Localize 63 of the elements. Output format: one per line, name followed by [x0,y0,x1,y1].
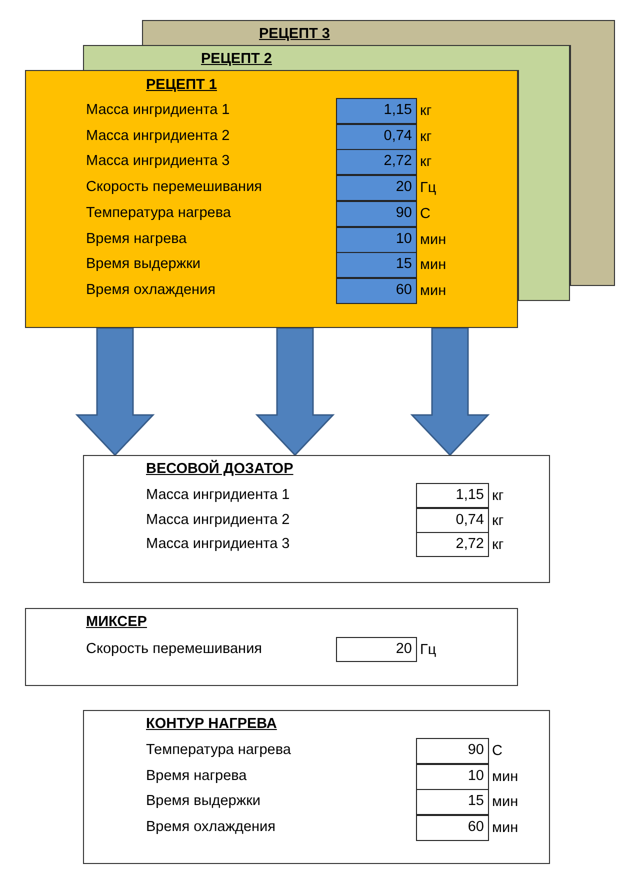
value-cell: 2,72 [336,149,417,176]
unit-label: Гц [420,179,436,198]
unit-label: С [420,204,430,223]
unit-label: С [492,742,502,760]
value-cell: 20 [336,637,417,662]
unit-label: мин [420,282,446,300]
equipment-panel [25,608,518,686]
value-cell: 90 [336,200,417,227]
parameter-label: Время охлаждения [86,280,216,299]
block-arrow [255,327,335,456]
value-cell: 60 [336,278,417,304]
panel-heading: КОНТУР НАГРЕВА [146,715,277,733]
parameter-label: Масса ингридиента 3 [86,152,230,170]
unit-label: мин [492,793,518,811]
panel-heading: РЕЦЕПТ 3 [259,25,330,43]
unit-label: кг [492,487,504,505]
panel-heading: РЕЦЕПТ 1 [146,76,217,94]
block-arrow [75,327,155,456]
value-cell: 20 [336,175,417,202]
value-cell: 60 [416,814,489,840]
panel-heading: МИКСЕР [86,613,147,631]
parameter-label: Масса ингридиента 1 [86,101,230,119]
equipment-panel [83,455,550,583]
parameter-label: Масса ингридиента 1 [146,486,290,504]
parameter-label: Масса ингридиента 2 [146,510,290,528]
unit-label: кг [492,512,504,530]
unit-label: мин [492,768,518,786]
unit-label: мин [420,256,446,274]
parameter-label: Температура нагрева [146,741,291,759]
value-cell: 15 [416,789,489,815]
parameter-label: Время нагрева [146,766,247,784]
block-arrow [410,327,490,456]
parameter-label: Скорость перемешивания [86,178,262,196]
unit-label: мин [492,818,518,836]
value-cell: 10 [336,226,417,252]
parameter-label: Время выдержки [86,255,201,274]
unit-label: кг [420,153,432,172]
recipe-card [142,20,615,45]
value-cell: 10 [416,764,489,790]
recipe-card [83,45,570,70]
value-cell: 0,74 [416,508,489,532]
unit-label: кг [420,128,432,146]
equipment-panel [83,710,550,864]
panel-heading: ВЕСОВОЙ ДОЗАТОР [146,460,294,478]
value-cell: 1,15 [336,98,417,124]
parameter-label: Температура нагрева [86,204,231,222]
parameter-label: Масса ингридиента 3 [146,535,290,553]
value-cell: 90 [416,738,489,764]
parameter-label: Скорость перемешивания [86,640,262,658]
unit-label: Гц [420,641,436,659]
value-cell: 15 [336,252,417,278]
parameter-label: Масса ингридиента 2 [86,126,230,145]
value-cell: 0,74 [336,124,417,150]
unit-label: кг [492,536,504,554]
unit-label: кг [420,102,432,120]
unit-label: мин [420,230,446,248]
value-cell: 2,72 [416,532,489,557]
parameter-label: Время выдержки [146,792,261,810]
panel-heading: РЕЦЕПТ 2 [201,50,272,68]
parameter-label: Время нагрева [86,230,187,248]
recipe-card [25,70,518,328]
parameter-label: Время охлаждения [146,818,276,836]
value-cell: 1,15 [416,483,489,508]
